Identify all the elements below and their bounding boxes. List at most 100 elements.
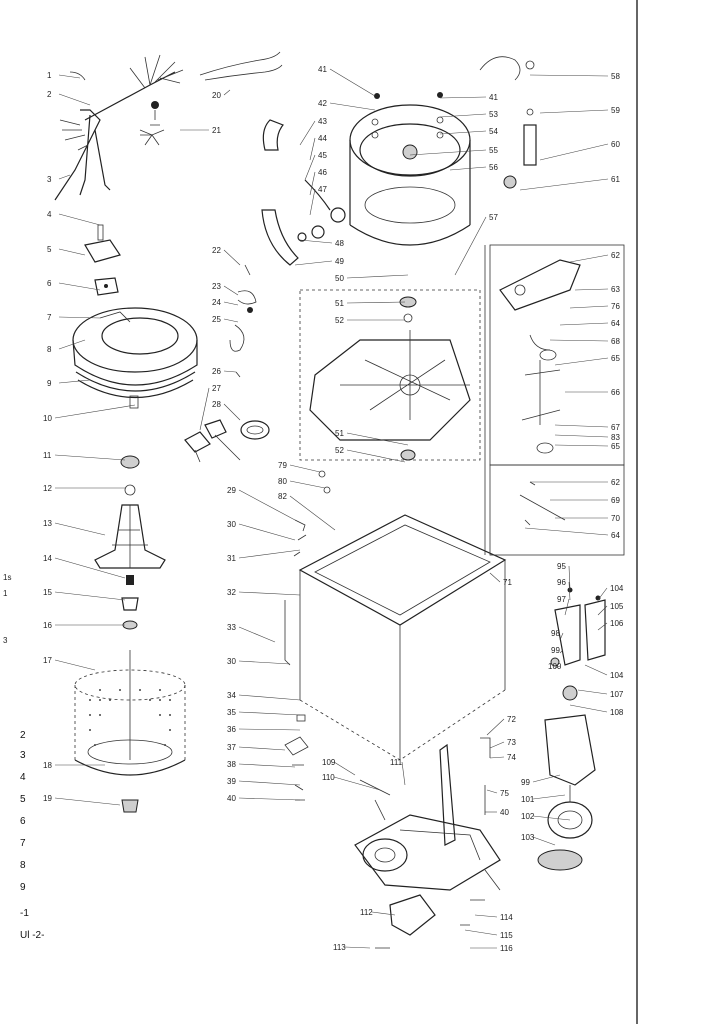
part-number-31: 31 <box>227 554 236 563</box>
outer-tub <box>349 92 471 246</box>
part-number-10: 10 <box>43 414 52 423</box>
tub-ring-assembly <box>72 307 198 409</box>
part-number-65: 65 <box>611 354 620 363</box>
side-index-label: 3 <box>20 750 26 761</box>
part-number-59: 59 <box>611 106 620 115</box>
leader-line-100 <box>554 665 561 669</box>
leader-line-2 <box>58 93 91 106</box>
leader-line-104 <box>584 664 608 676</box>
part-number-24: 24 <box>212 298 221 307</box>
part-number-13: 13 <box>43 519 52 528</box>
leader-line-49 <box>294 260 333 266</box>
leader-line-64 <box>559 322 609 326</box>
part-number-111: 111 <box>390 758 403 767</box>
leader-line-35 <box>238 711 301 716</box>
part-number-47: 47 <box>318 185 327 194</box>
part-number-42: 42 <box>318 99 327 108</box>
part-number-75: 75 <box>500 789 509 798</box>
part-number-113: 113 <box>333 943 346 952</box>
part-number-62: 62 <box>611 478 620 487</box>
drive-motor <box>537 714 596 871</box>
part-number-16: 16 <box>43 621 52 630</box>
side-mark: 1s <box>3 573 11 582</box>
part-number-83: 83 <box>611 433 620 442</box>
pressure-switch-wiring <box>184 264 270 463</box>
leader-line-25 <box>223 318 239 323</box>
leader-line-97 <box>564 598 570 616</box>
part-number-61: 61 <box>611 175 620 184</box>
part-number-102: 102 <box>521 812 535 821</box>
leader-line-43 <box>299 120 316 146</box>
leader-line-110 <box>333 776 381 791</box>
part-number-52: 52 <box>335 446 344 455</box>
leader-line-107 <box>577 689 608 695</box>
part-number-57: 57 <box>489 213 498 222</box>
part-number-40: 40 <box>227 794 236 803</box>
leader-line-67 <box>554 424 609 428</box>
part-number-30: 30 <box>227 520 236 529</box>
leader-line-33 <box>238 626 276 643</box>
control-bracket <box>84 224 121 296</box>
part-number-55: 55 <box>489 146 498 155</box>
part-number-30: 30 <box>227 657 236 666</box>
leader-line-11 <box>54 454 126 461</box>
leader-line-62 <box>569 254 609 263</box>
leader-line-57 <box>454 216 487 276</box>
part-number-79: 79 <box>278 461 287 470</box>
transmission-assembly <box>354 737 501 949</box>
side-index-label: 9 <box>20 882 26 893</box>
leader-line-54 <box>439 130 487 135</box>
part-number-9: 9 <box>47 379 52 388</box>
leader-line-39 <box>238 780 301 786</box>
leader-line-63 <box>574 288 609 291</box>
part-number-52: 52 <box>335 316 344 325</box>
part-number-22: 22 <box>212 246 221 255</box>
leader-line-61 <box>519 178 609 191</box>
part-number-110: 110 <box>322 773 335 782</box>
drain-hose-and-cable <box>479 56 537 189</box>
leader-line-30 <box>238 523 296 541</box>
leader-line-112 <box>371 911 396 916</box>
part-number-103: 103 <box>521 833 535 842</box>
part-number-70: 70 <box>611 514 620 523</box>
part-number-29: 29 <box>227 486 236 495</box>
leader-line-106 <box>597 622 608 631</box>
leader-line-68 <box>549 339 609 342</box>
part-number-25: 25 <box>212 315 221 324</box>
leader-line-37 <box>238 746 286 751</box>
part-number-58: 58 <box>611 72 620 81</box>
part-number-72: 72 <box>507 715 516 724</box>
part-number-19: 19 <box>43 794 52 803</box>
side-index-label: 8 <box>20 860 26 871</box>
tub-base-plate <box>299 289 481 461</box>
part-number-40: 40 <box>500 808 509 817</box>
side-index-label: Ul -2- <box>20 930 44 941</box>
part-number-48: 48 <box>335 239 344 248</box>
part-number-39: 39 <box>227 777 236 786</box>
leader-line-24 <box>223 301 239 306</box>
leader-line-65 <box>554 357 609 366</box>
leader-line-58 <box>529 74 609 77</box>
part-number-50: 50 <box>335 274 344 283</box>
leader-line-96 <box>568 581 571 601</box>
part-number-49: 49 <box>335 257 344 266</box>
part-number-1: 1 <box>47 71 52 80</box>
part-number-32: 32 <box>227 588 236 597</box>
leader-line-108 <box>569 704 608 713</box>
part-number-41: 41 <box>318 65 327 74</box>
leader-line-50 <box>346 274 409 279</box>
part-number-116: 116 <box>500 944 513 953</box>
leader-line-4 <box>58 213 101 226</box>
part-number-112: 112 <box>360 908 373 917</box>
inset-detail-boxes <box>484 244 625 556</box>
basket-perforations <box>89 689 171 746</box>
part-number-36: 36 <box>227 725 236 734</box>
part-number-3: 3 <box>47 175 52 184</box>
leader-line-44 <box>309 137 316 161</box>
part-number-44: 44 <box>318 134 327 143</box>
part-number-97: 97 <box>557 595 566 604</box>
part-number-109: 109 <box>322 758 336 767</box>
part-number-11: 11 <box>43 451 52 460</box>
part-number-23: 23 <box>212 282 221 291</box>
part-number-37: 37 <box>227 743 236 752</box>
